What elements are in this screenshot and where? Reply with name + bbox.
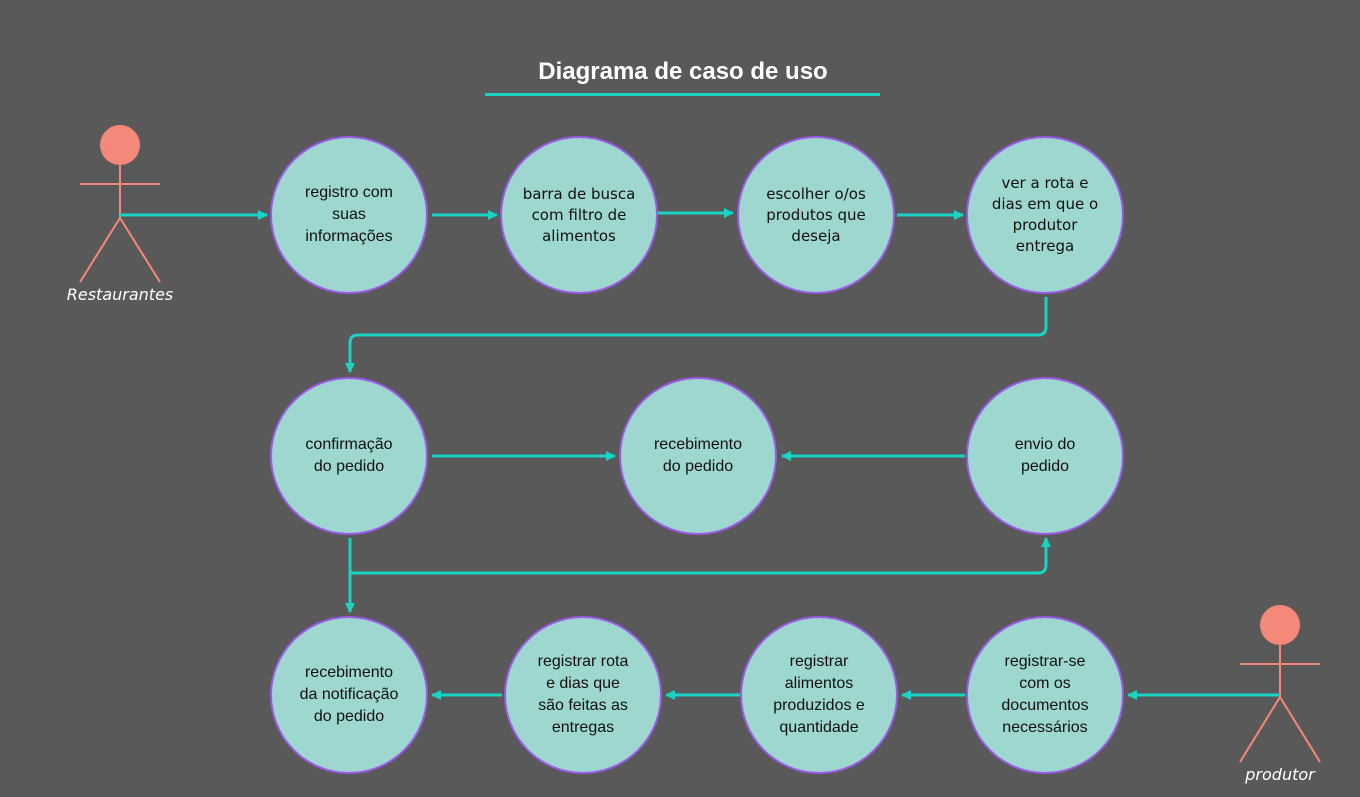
arrow-rota-to-confirmacao: [345, 297, 1048, 373]
use-case-escolher-produtos[interactable]: escolher o/os produtos que deseja: [737, 136, 895, 294]
actor-restaurantes-figure: [79, 125, 161, 283]
use-case-registrar-alimentos[interactable]: registrar alimentos produzidos e quantid…: [740, 616, 898, 774]
use-case-registrar-se[interactable]: registrar-se com os documentos necessári…: [966, 616, 1124, 774]
actor-produtor-head: [1260, 605, 1300, 645]
use-case-barra-de-busca[interactable]: barra de busca com filtro de alimentos: [500, 136, 658, 294]
title-underline: [485, 93, 880, 96]
actor-produtor-figure: [1239, 605, 1321, 763]
use-case-ver-rota[interactable]: ver a rota e dias em que o produtor entr…: [966, 136, 1124, 294]
diagram-title: Diagrama de caso de uso: [538, 58, 828, 85]
actor-produtor-label: produtor: [1245, 765, 1315, 784]
arrow-confirmacao-to-envio: [350, 537, 1051, 575]
use-case-registrar-rota[interactable]: registrar rota e dias que são feitas as …: [504, 616, 662, 774]
use-case-recebimento-notificacao[interactable]: recebimento da notificação do pedido: [270, 616, 428, 774]
actor-restaurantes-label: Restaurantes: [66, 285, 174, 304]
use-case-envio-pedido[interactable]: envio do pedido: [966, 377, 1124, 535]
use-case-confirmacao-pedido[interactable]: confirmação do pedido: [270, 377, 428, 535]
use-case-recebimento-pedido[interactable]: recebimento do pedido: [619, 377, 777, 535]
actor-restaurantes-head: [100, 125, 140, 165]
use-case-registro-informacoes[interactable]: registro com suas informações: [270, 136, 428, 294]
